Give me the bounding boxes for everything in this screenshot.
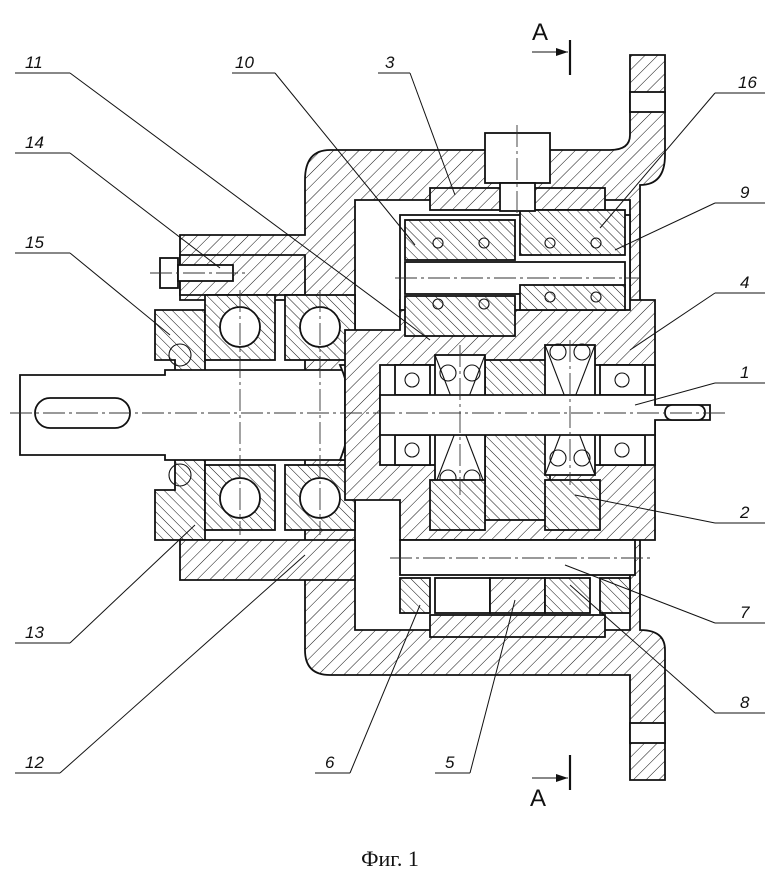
svg-text:A: A	[532, 19, 548, 46]
label-5: 5	[445, 753, 455, 772]
section-mark-bottom: A	[530, 755, 570, 812]
label-12: 12	[25, 753, 44, 772]
label-6: 6	[325, 753, 335, 772]
label-13: 13	[25, 623, 44, 642]
label-8: 8	[740, 693, 750, 712]
label-7: 7	[740, 603, 750, 622]
label-3: 3	[385, 53, 395, 72]
label-2: 2	[739, 503, 750, 522]
section-mark-top: A	[532, 19, 570, 75]
figure-caption: Фиг. 1	[0, 846, 780, 872]
label-9: 9	[740, 183, 750, 202]
svg-text:A: A	[530, 785, 546, 812]
label-14: 14	[25, 133, 44, 152]
planet-carrier	[345, 300, 710, 540]
label-15: 15	[25, 233, 44, 252]
label-4: 4	[740, 273, 749, 292]
input-shaft	[20, 365, 400, 460]
label-10: 10	[235, 53, 254, 72]
label-11: 11	[25, 53, 43, 72]
label-1: 1	[740, 363, 749, 382]
label-16: 16	[738, 73, 757, 92]
